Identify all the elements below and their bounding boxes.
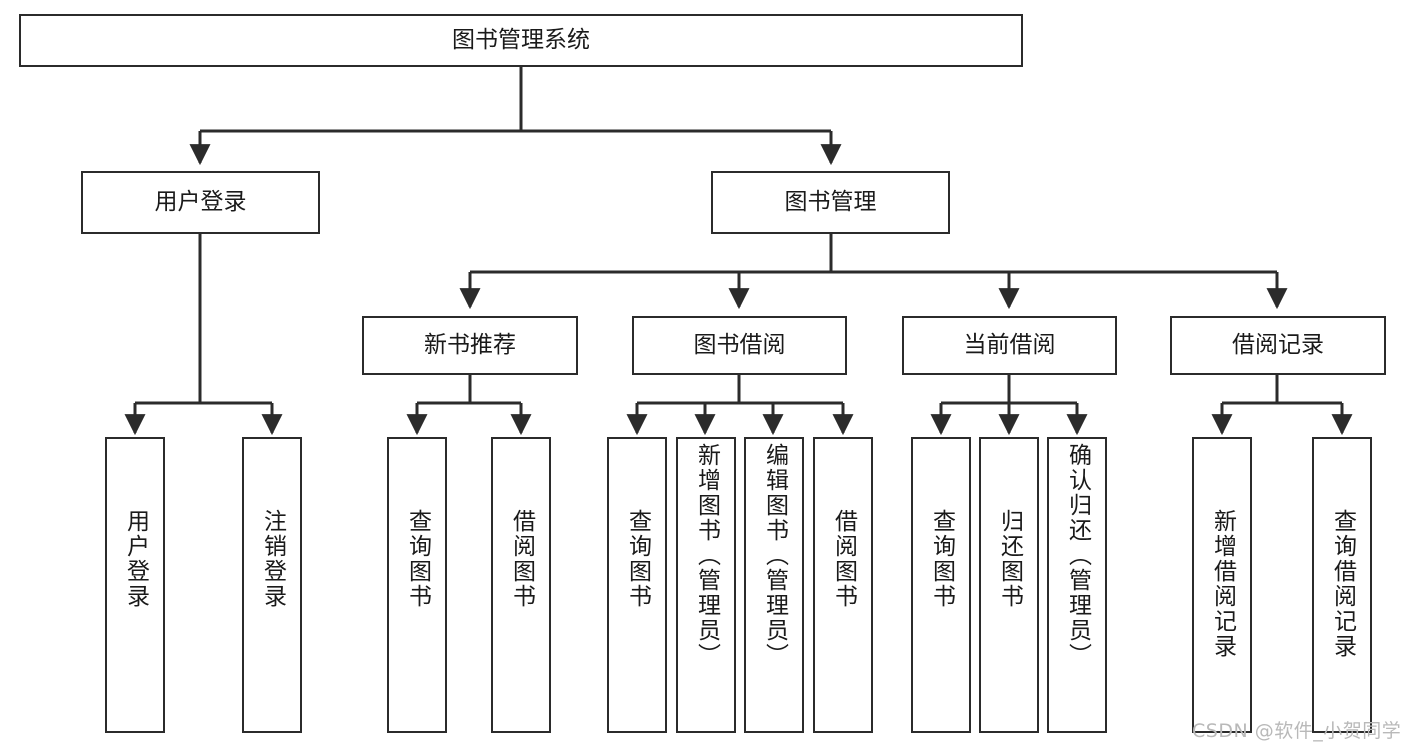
node-leaf-return-book-label: 归还图书 xyxy=(996,509,1023,609)
edges-bookmanage-to-level2 xyxy=(459,234,1288,310)
edges-root-to-level1 xyxy=(189,67,842,166)
node-leaf-user-logout[interactable]: 注销登录 xyxy=(242,437,302,733)
node-current-borrow[interactable]: 当前借阅 xyxy=(902,316,1117,375)
node-leaf-query-book-2-label: 查询图书 xyxy=(624,509,651,609)
edges-currentborrow-to-leaves xyxy=(930,375,1088,436)
node-leaf-borrow-book-1[interactable]: 借阅图书 xyxy=(491,437,551,733)
node-leaf-user-logout-label: 注销登录 xyxy=(259,509,286,609)
node-leaf-borrow-book-2[interactable]: 借阅图书 xyxy=(813,437,873,733)
node-current-borrow-label: 当前借阅 xyxy=(963,331,1056,358)
node-leaf-add-book[interactable]: 新增图书（管理员） xyxy=(676,437,736,733)
node-leaf-query-record[interactable]: 查询借阅记录 xyxy=(1312,437,1372,733)
edges-bookborrow-to-leaves xyxy=(626,375,854,436)
node-leaf-edit-book-label: 编辑图书（管理员） xyxy=(761,443,788,668)
node-borrow-record[interactable]: 借阅记录 xyxy=(1170,316,1386,375)
node-leaf-user-login[interactable]: 用户登录 xyxy=(105,437,165,733)
node-leaf-borrow-book-1-label: 借阅图书 xyxy=(508,509,535,609)
node-leaf-confirm-return-label: 确认归还（管理员） xyxy=(1064,443,1091,668)
node-book-borrow-label: 图书借阅 xyxy=(693,331,786,358)
node-book-manage-label: 图书管理 xyxy=(784,188,877,215)
node-leaf-return-book[interactable]: 归还图书 xyxy=(979,437,1039,733)
node-leaf-query-book-1[interactable]: 查询图书 xyxy=(387,437,447,733)
node-leaf-query-book-3[interactable]: 查询图书 xyxy=(911,437,971,733)
node-user-login[interactable]: 用户登录 xyxy=(81,171,320,234)
node-new-book-recommend[interactable]: 新书推荐 xyxy=(362,316,578,375)
node-new-book-recommend-label: 新书推荐 xyxy=(424,331,516,358)
node-leaf-query-book-2[interactable]: 查询图书 xyxy=(607,437,667,733)
node-borrow-record-label: 借阅记录 xyxy=(1232,331,1324,358)
node-leaf-confirm-return[interactable]: 确认归还（管理员） xyxy=(1047,437,1107,733)
node-leaf-query-record-label: 查询借阅记录 xyxy=(1329,509,1356,659)
node-root[interactable]: 图书管理系统 xyxy=(19,14,1023,67)
node-book-manage[interactable]: 图书管理 xyxy=(711,171,950,234)
node-leaf-add-book-label: 新增图书（管理员） xyxy=(693,443,720,668)
edges-userlogin-to-leaves xyxy=(124,234,283,436)
node-user-login-label: 用户登录 xyxy=(154,188,247,215)
node-leaf-edit-book[interactable]: 编辑图书（管理员） xyxy=(744,437,804,733)
edges-borrowrecord-to-leaves xyxy=(1211,375,1353,436)
node-leaf-query-book-3-label: 查询图书 xyxy=(928,509,955,609)
node-leaf-user-login-label: 用户登录 xyxy=(122,509,149,609)
node-book-borrow[interactable]: 图书借阅 xyxy=(632,316,847,375)
node-leaf-query-book-1-label: 查询图书 xyxy=(404,509,431,609)
node-root-label: 图书管理系统 xyxy=(452,26,590,53)
node-leaf-add-record-label: 新增借阅记录 xyxy=(1209,509,1236,659)
node-leaf-add-record[interactable]: 新增借阅记录 xyxy=(1192,437,1252,733)
node-leaf-borrow-book-2-label: 借阅图书 xyxy=(830,509,857,609)
edges-newbook-to-leaves xyxy=(406,375,532,436)
